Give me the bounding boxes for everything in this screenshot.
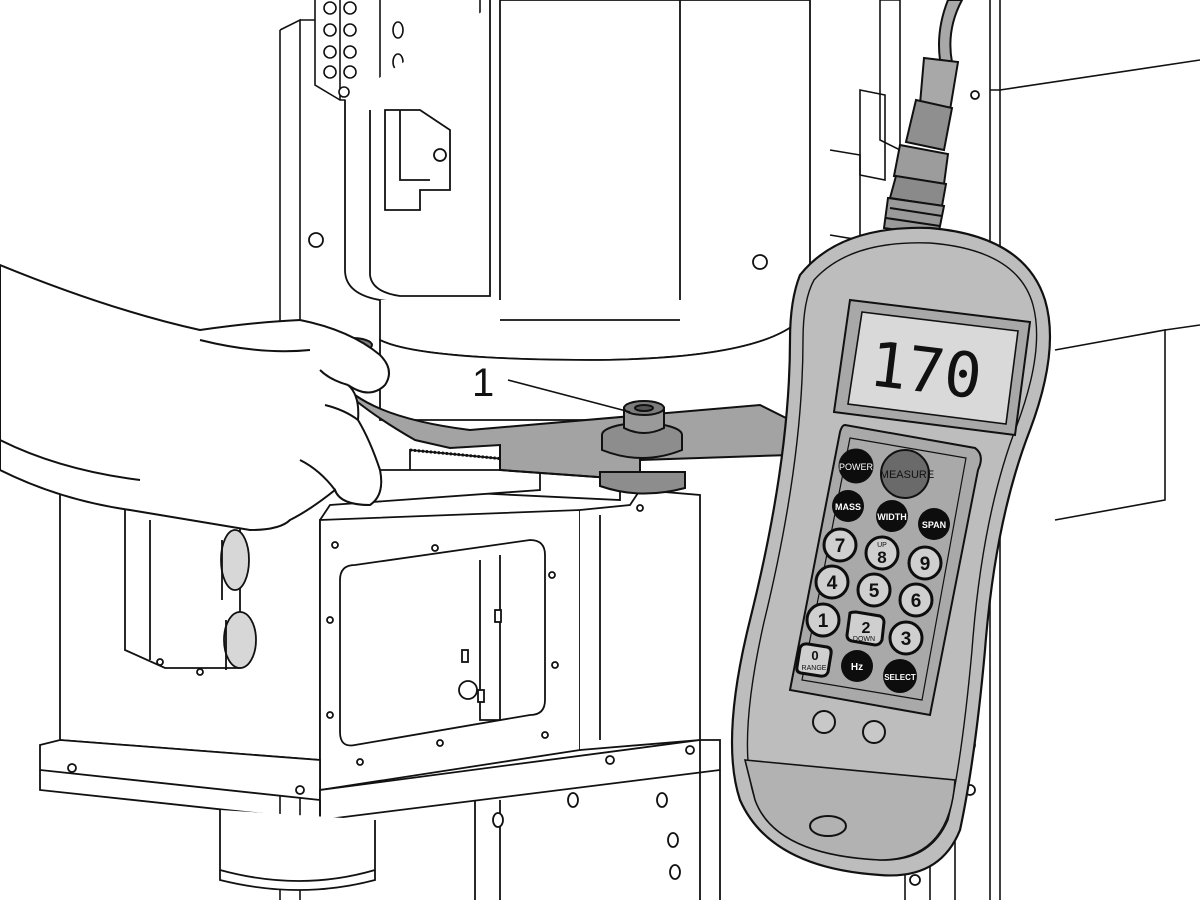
svg-text:Hz: Hz [851,662,863,673]
key-4[interactable]: 4 [814,564,850,600]
callout-leader: 1 [472,361,631,413]
meter-cable [882,0,964,238]
width-button[interactable]: WIDTH [876,500,908,532]
svg-text:9: 9 [920,554,931,575]
operator-hand [0,263,390,532]
svg-text:POWER: POWER [839,462,874,472]
svg-text:UP: UP [877,542,887,549]
svg-text:WIDTH: WIDTH [877,512,907,522]
svg-text:MEASURE: MEASURE [880,469,934,481]
svg-text:4: 4 [827,573,838,594]
span-button[interactable]: SPAN [918,508,950,540]
svg-text:6: 6 [911,591,922,612]
key-2-down[interactable]: 2 DOWN [845,610,886,647]
lcd-readout: 170 [866,327,986,413]
svg-text:1: 1 [818,611,829,632]
select-button[interactable]: SELECT [883,659,917,693]
key-8-up[interactable]: UP 8 [864,535,900,571]
svg-text:SPAN: SPAN [922,520,946,530]
svg-text:2: 2 [862,620,871,637]
key-9[interactable]: 9 [907,545,943,581]
balancer-meter: 170 POWER MEASURE MASS WIDTH SPAN [730,226,1052,877]
svg-text:MASS: MASS [835,502,861,512]
motor-housing [308,0,811,361]
measure-button[interactable]: MEASURE [880,449,934,499]
key-3[interactable]: 3 [888,620,924,656]
svg-text:7: 7 [835,536,846,557]
mass-button[interactable]: MASS [832,490,864,522]
svg-text:DOWN: DOWN [853,636,875,643]
svg-text:8: 8 [877,548,886,567]
key-0-range[interactable]: 0 RANGE [795,642,833,678]
svg-text:RANGE: RANGE [802,665,827,672]
callout-label: 1 [472,361,494,405]
svg-text:5: 5 [869,581,880,602]
svg-text:3: 3 [901,629,912,650]
key-1[interactable]: 1 [805,602,841,638]
hz-button[interactable]: Hz [841,650,873,682]
key-7[interactable]: 7 [822,527,858,563]
svg-text:SELECT: SELECT [884,673,916,682]
power-button[interactable]: POWER [838,448,874,484]
svg-text:0: 0 [811,648,818,663]
key-6[interactable]: 6 [898,582,934,618]
key-5[interactable]: 5 [856,572,892,608]
gearbox-base [39,90,980,900]
